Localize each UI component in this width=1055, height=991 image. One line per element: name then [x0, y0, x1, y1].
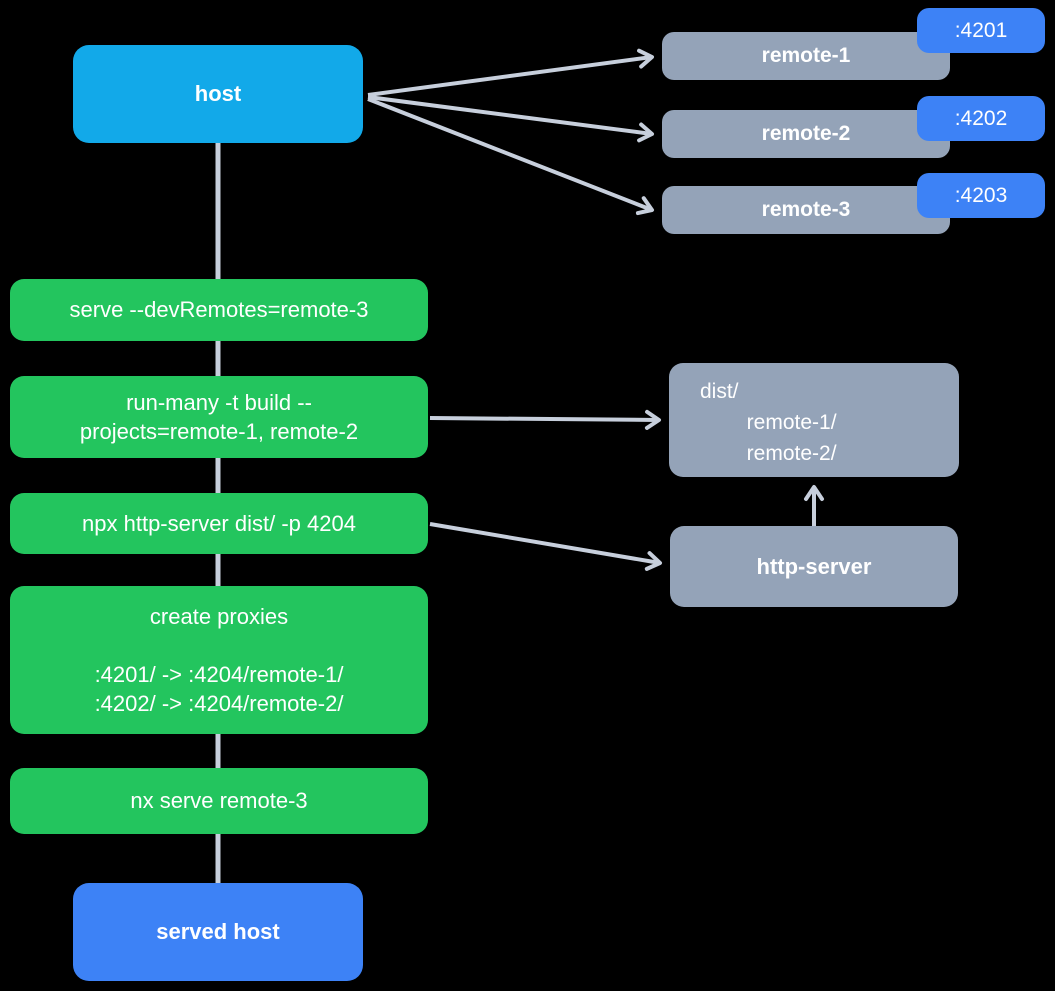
step-npx-http-server: npx http-server dist/ -p 4204: [10, 493, 428, 554]
port-badge-4201: :4201: [917, 8, 1045, 53]
step-run-many-build: run-many -t build -- projects=remote-1, …: [10, 376, 428, 458]
port-badge-4202: :4202: [917, 96, 1045, 141]
remote-3-node: remote-3: [662, 186, 950, 234]
step-create-proxies: create proxies :4201/ -> :4204/remote-1/…: [10, 586, 428, 734]
arrow-build-to-dist: [429, 409, 661, 430]
arrow-serve-to-http-server: [429, 522, 662, 571]
arrow-host-to-remote-1: [367, 48, 654, 97]
served-host-node: served host: [73, 883, 363, 981]
remote-1-node: remote-1: [662, 32, 950, 80]
step-nx-serve-remote-3: nx serve remote-3: [10, 768, 428, 834]
port-badge-4203: :4203: [917, 173, 1045, 218]
step-serve-devremotes: serve --devRemotes=remote-3: [10, 279, 428, 341]
arrow-host-to-remote-2: [367, 95, 654, 143]
host-node: host: [73, 45, 363, 143]
dist-folder-node: dist/ remote-1/ remote-2/: [669, 363, 959, 477]
arrow-host-to-remote-3: [367, 97, 654, 216]
remote-2-node: remote-2: [662, 110, 950, 158]
http-server-node: http-server: [670, 526, 958, 607]
